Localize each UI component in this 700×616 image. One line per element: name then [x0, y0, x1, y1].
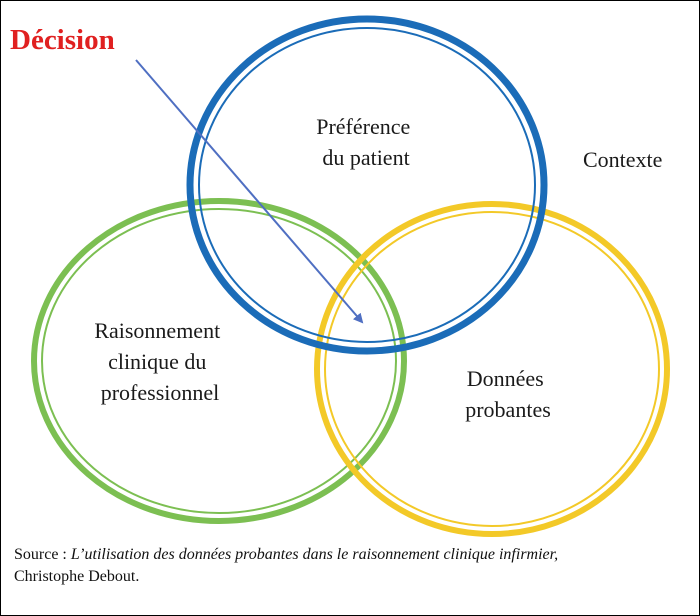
context-label: Contexte	[583, 147, 662, 172]
evidence-circle	[314, 201, 670, 537]
patient-preference-line-1: Préférence	[316, 114, 410, 139]
decision-label: Décision	[10, 24, 115, 56]
clinical-reasoning-line-2: clinique du	[108, 349, 206, 374]
decision-arrow	[135, 59, 364, 324]
source-author: Christophe Debout.	[14, 568, 140, 585]
evidence-line-2: probantes	[465, 397, 551, 422]
source-title: L’utilisation des données probantes dans…	[70, 546, 559, 563]
patient-preference-line-2: du patient	[322, 145, 409, 170]
patient-preference-label: Préférence du patient	[316, 114, 416, 170]
clinical-reasoning-circle	[31, 198, 407, 524]
evidence-label: Données probantes	[465, 366, 551, 422]
patient-preference-circle	[186, 15, 548, 355]
clinical-reasoning-label: Raisonnement clinique du professionnel	[94, 318, 225, 405]
source-prefix: Source :	[14, 546, 71, 563]
clinical-reasoning-line-3: professionnel	[101, 380, 220, 405]
source-citation: Source : L’utilisation des données proba…	[14, 544, 694, 588]
evidence-line-1: Données	[467, 366, 544, 391]
clinical-reasoning-line-1: Raisonnement	[94, 318, 220, 343]
